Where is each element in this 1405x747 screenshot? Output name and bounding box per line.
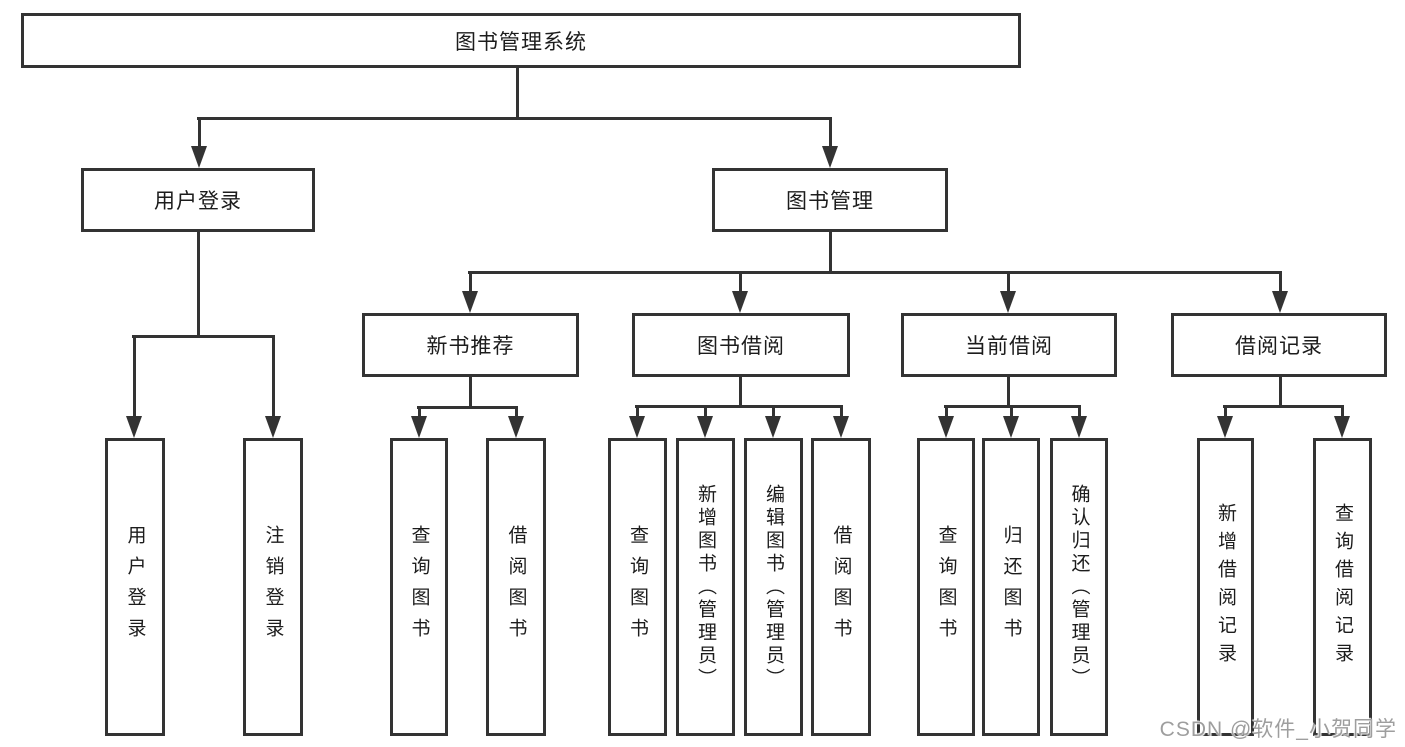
connector-drop-borrow-record [1279, 271, 1282, 296]
arrow-to-new-book [462, 291, 478, 313]
connector-drop-leaf-11 [1078, 405, 1081, 420]
arrow-to-leaf-11 [1071, 416, 1087, 438]
connector-root-stem [516, 66, 519, 119]
connector-drop-leaf-4 [515, 406, 518, 420]
leaf-user-login-label: 用户登录 [124, 525, 146, 649]
connector-drop-leaf-3 [418, 406, 421, 420]
leaf-return-books: 归还图书 [982, 438, 1040, 736]
node-new-book-label: 新书推荐 [426, 335, 515, 358]
connector-book-mgmt-crossbar [468, 271, 1282, 274]
leaf-borrow-books: 借阅图书 [811, 438, 871, 736]
arrow-to-leaf-8 [833, 416, 849, 438]
leaf-query-books-newbook-label: 查询图书 [408, 525, 430, 649]
arrow-to-leaf-6 [697, 416, 713, 438]
connector-user-login-stem [197, 232, 200, 338]
connector-book-mgmt-stem [829, 232, 832, 274]
connector-root-crossbar [197, 117, 832, 120]
leaf-add-borrow-record-label: 新增借阅记录 [1215, 503, 1236, 671]
leaf-user-login: 用户登录 [105, 438, 165, 736]
node-book-mgmt: 图书管理 [712, 168, 948, 232]
leaf-logout-label: 注销登录 [262, 525, 284, 649]
node-book-borrow-label: 图书借阅 [697, 335, 785, 358]
connector-drop-leaf-login [133, 335, 136, 420]
connector-book-borrow-crossbar [635, 405, 843, 408]
connector-drop-user-login [198, 117, 201, 152]
node-borrow-record-label: 借阅记录 [1235, 335, 1323, 358]
node-root: 图书管理系统 [21, 13, 1021, 68]
connector-drop-current-borrow [1007, 271, 1010, 296]
node-book-mgmt-label: 图书管理 [786, 190, 874, 213]
leaf-confirm-return-admin-label: 确认归还（管理员） [1068, 483, 1090, 691]
leaf-add-books-admin-label: 新增图书（管理员） [695, 483, 716, 691]
arrow-to-user-login [191, 146, 207, 168]
connector-new-book-stem [469, 377, 472, 409]
arrow-to-leaf-10 [1003, 416, 1019, 438]
leaf-add-books-admin: 新增图书（管理员） [676, 438, 735, 736]
arrow-to-leaf-logout [265, 416, 281, 438]
connector-drop-leaf-5 [636, 405, 639, 420]
connector-drop-leaf-8 [840, 405, 843, 420]
connector-drop-leaf-logout [272, 335, 275, 420]
arrow-to-leaf-4 [508, 416, 524, 438]
arrow-to-leaf-login [126, 416, 142, 438]
leaf-confirm-return-admin: 确认归还（管理员） [1050, 438, 1108, 736]
arrow-to-leaf-5 [629, 416, 645, 438]
leaf-query-books-newbook: 查询图书 [390, 438, 448, 736]
connector-drop-leaf-12 [1224, 405, 1227, 420]
connector-book-borrow-stem [739, 377, 742, 408]
node-root-label: 图书管理系统 [455, 30, 587, 54]
connector-user-login-crossbar [132, 335, 275, 338]
node-user-login: 用户登录 [81, 168, 315, 232]
node-current-borrow-label: 当前借阅 [965, 335, 1053, 358]
leaf-edit-books-admin-label: 编辑图书（管理员） [763, 483, 784, 691]
arrow-to-book-mgmt [822, 146, 838, 168]
arrow-to-leaf-7 [765, 416, 781, 438]
arrow-to-leaf-13 [1334, 416, 1350, 438]
node-new-book: 新书推荐 [362, 313, 579, 377]
connector-drop-book-mgmt [829, 117, 832, 152]
leaf-query-books-current: 查询图书 [917, 438, 975, 736]
leaf-query-borrow-record: 查询借阅记录 [1313, 438, 1372, 736]
arrow-to-borrow-record [1272, 291, 1288, 313]
node-user-login-label: 用户登录 [154, 190, 242, 213]
leaf-borrow-books-newbook-label: 借阅图书 [505, 525, 527, 649]
leaf-query-books-borrow: 查询图书 [608, 438, 667, 736]
arrow-to-book-borrow [732, 291, 748, 313]
arrow-to-current-borrow [1000, 291, 1016, 313]
leaf-query-books-current-label: 查询图书 [935, 525, 957, 649]
node-borrow-record: 借阅记录 [1171, 313, 1387, 377]
leaf-query-borrow-record-label: 查询借阅记录 [1332, 503, 1353, 671]
connector-drop-book-borrow [739, 271, 742, 296]
leaf-return-books-label: 归还图书 [1000, 525, 1022, 649]
leaf-logout: 注销登录 [243, 438, 303, 736]
leaf-edit-books-admin: 编辑图书（管理员） [744, 438, 803, 736]
connector-current-borrow-stem [1007, 377, 1010, 408]
arrow-to-leaf-9 [938, 416, 954, 438]
node-current-borrow: 当前借阅 [901, 313, 1117, 377]
leaf-borrow-books-newbook: 借阅图书 [486, 438, 546, 736]
connector-new-book-crossbar [417, 406, 518, 409]
connector-drop-new-book [469, 271, 472, 296]
connector-borrow-record-stem [1279, 377, 1282, 408]
connector-drop-leaf-9 [945, 405, 948, 420]
arrow-to-leaf-12 [1217, 416, 1233, 438]
arrow-to-leaf-3 [411, 416, 427, 438]
node-book-borrow: 图书借阅 [632, 313, 850, 377]
csdn-watermark: CSDN @软件_小贺同学 [1159, 718, 1397, 741]
leaf-query-books-borrow-label: 查询图书 [627, 525, 648, 649]
connector-drop-leaf-13 [1341, 405, 1344, 420]
leaf-borrow-books-label: 借阅图书 [830, 525, 852, 649]
connector-drop-leaf-7 [772, 405, 775, 420]
connector-drop-leaf-10 [1010, 405, 1013, 420]
connector-borrow-record-crossbar [1223, 405, 1344, 408]
connector-drop-leaf-6 [704, 405, 707, 420]
leaf-add-borrow-record: 新增借阅记录 [1197, 438, 1254, 736]
